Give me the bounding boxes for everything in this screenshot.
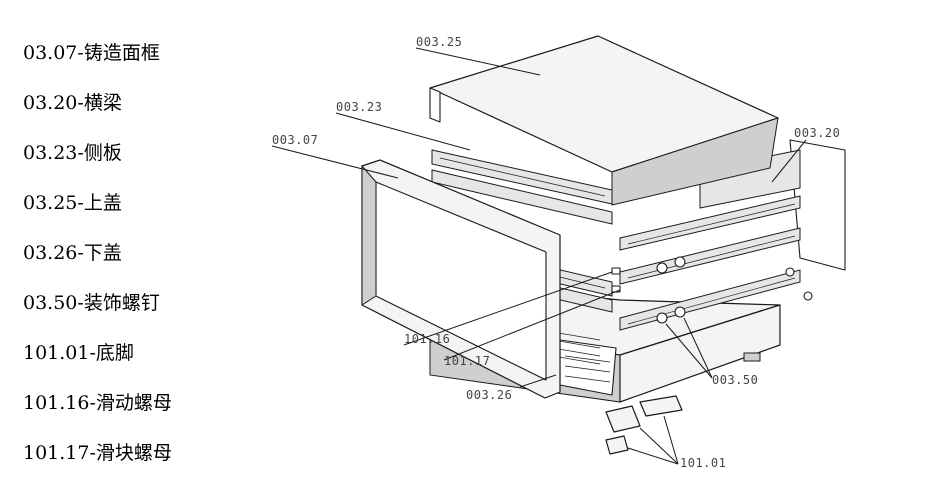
exploded-enclosure-drawing: 003.25 003.23 003.07 003.20 101.16 101.1… <box>271 35 846 470</box>
callout-front-frame: 003.07 <box>272 133 318 147</box>
leader-lines <box>271 47 807 465</box>
sliding-nut <box>611 267 621 293</box>
legend-item-foot: 101.01-底脚 <box>23 342 134 364</box>
callout-cross-beam: 003.20 <box>794 126 840 140</box>
legend-item-slider-nut: 101.17-滑块螺母 <box>23 442 172 464</box>
legend-item-sliding-nut: 101.16-滑动螺母 <box>23 392 172 414</box>
callout-bottom-cover: 003.26 <box>466 388 512 402</box>
legend-item-cross-beam: 03.20-横梁 <box>23 92 122 114</box>
callout-side-panel: 003.23 <box>336 100 382 114</box>
callout-slider-nut: 101.17 <box>444 354 490 368</box>
callout-decorative-screw: 003.50 <box>712 373 758 387</box>
legend-item-top-cover: 03.25-上盖 <box>23 192 122 214</box>
decorative-screw <box>656 256 813 324</box>
legend-item-bottom-cover: 03.26-下盖 <box>23 242 122 264</box>
legend-item-decorative-screw: 03.50-装饰螺钉 <box>23 292 160 314</box>
callout-top-cover: 003.25 <box>416 35 462 49</box>
callout-sliding-nut: 101.16 <box>404 332 450 346</box>
front-frame <box>361 159 561 399</box>
foot <box>605 395 683 455</box>
legend-item-front-frame: 03.07-铸造面框 <box>23 42 160 64</box>
legend-item-side-panel: 03.23-侧板 <box>23 142 122 164</box>
callout-foot: 101.01 <box>680 456 726 470</box>
